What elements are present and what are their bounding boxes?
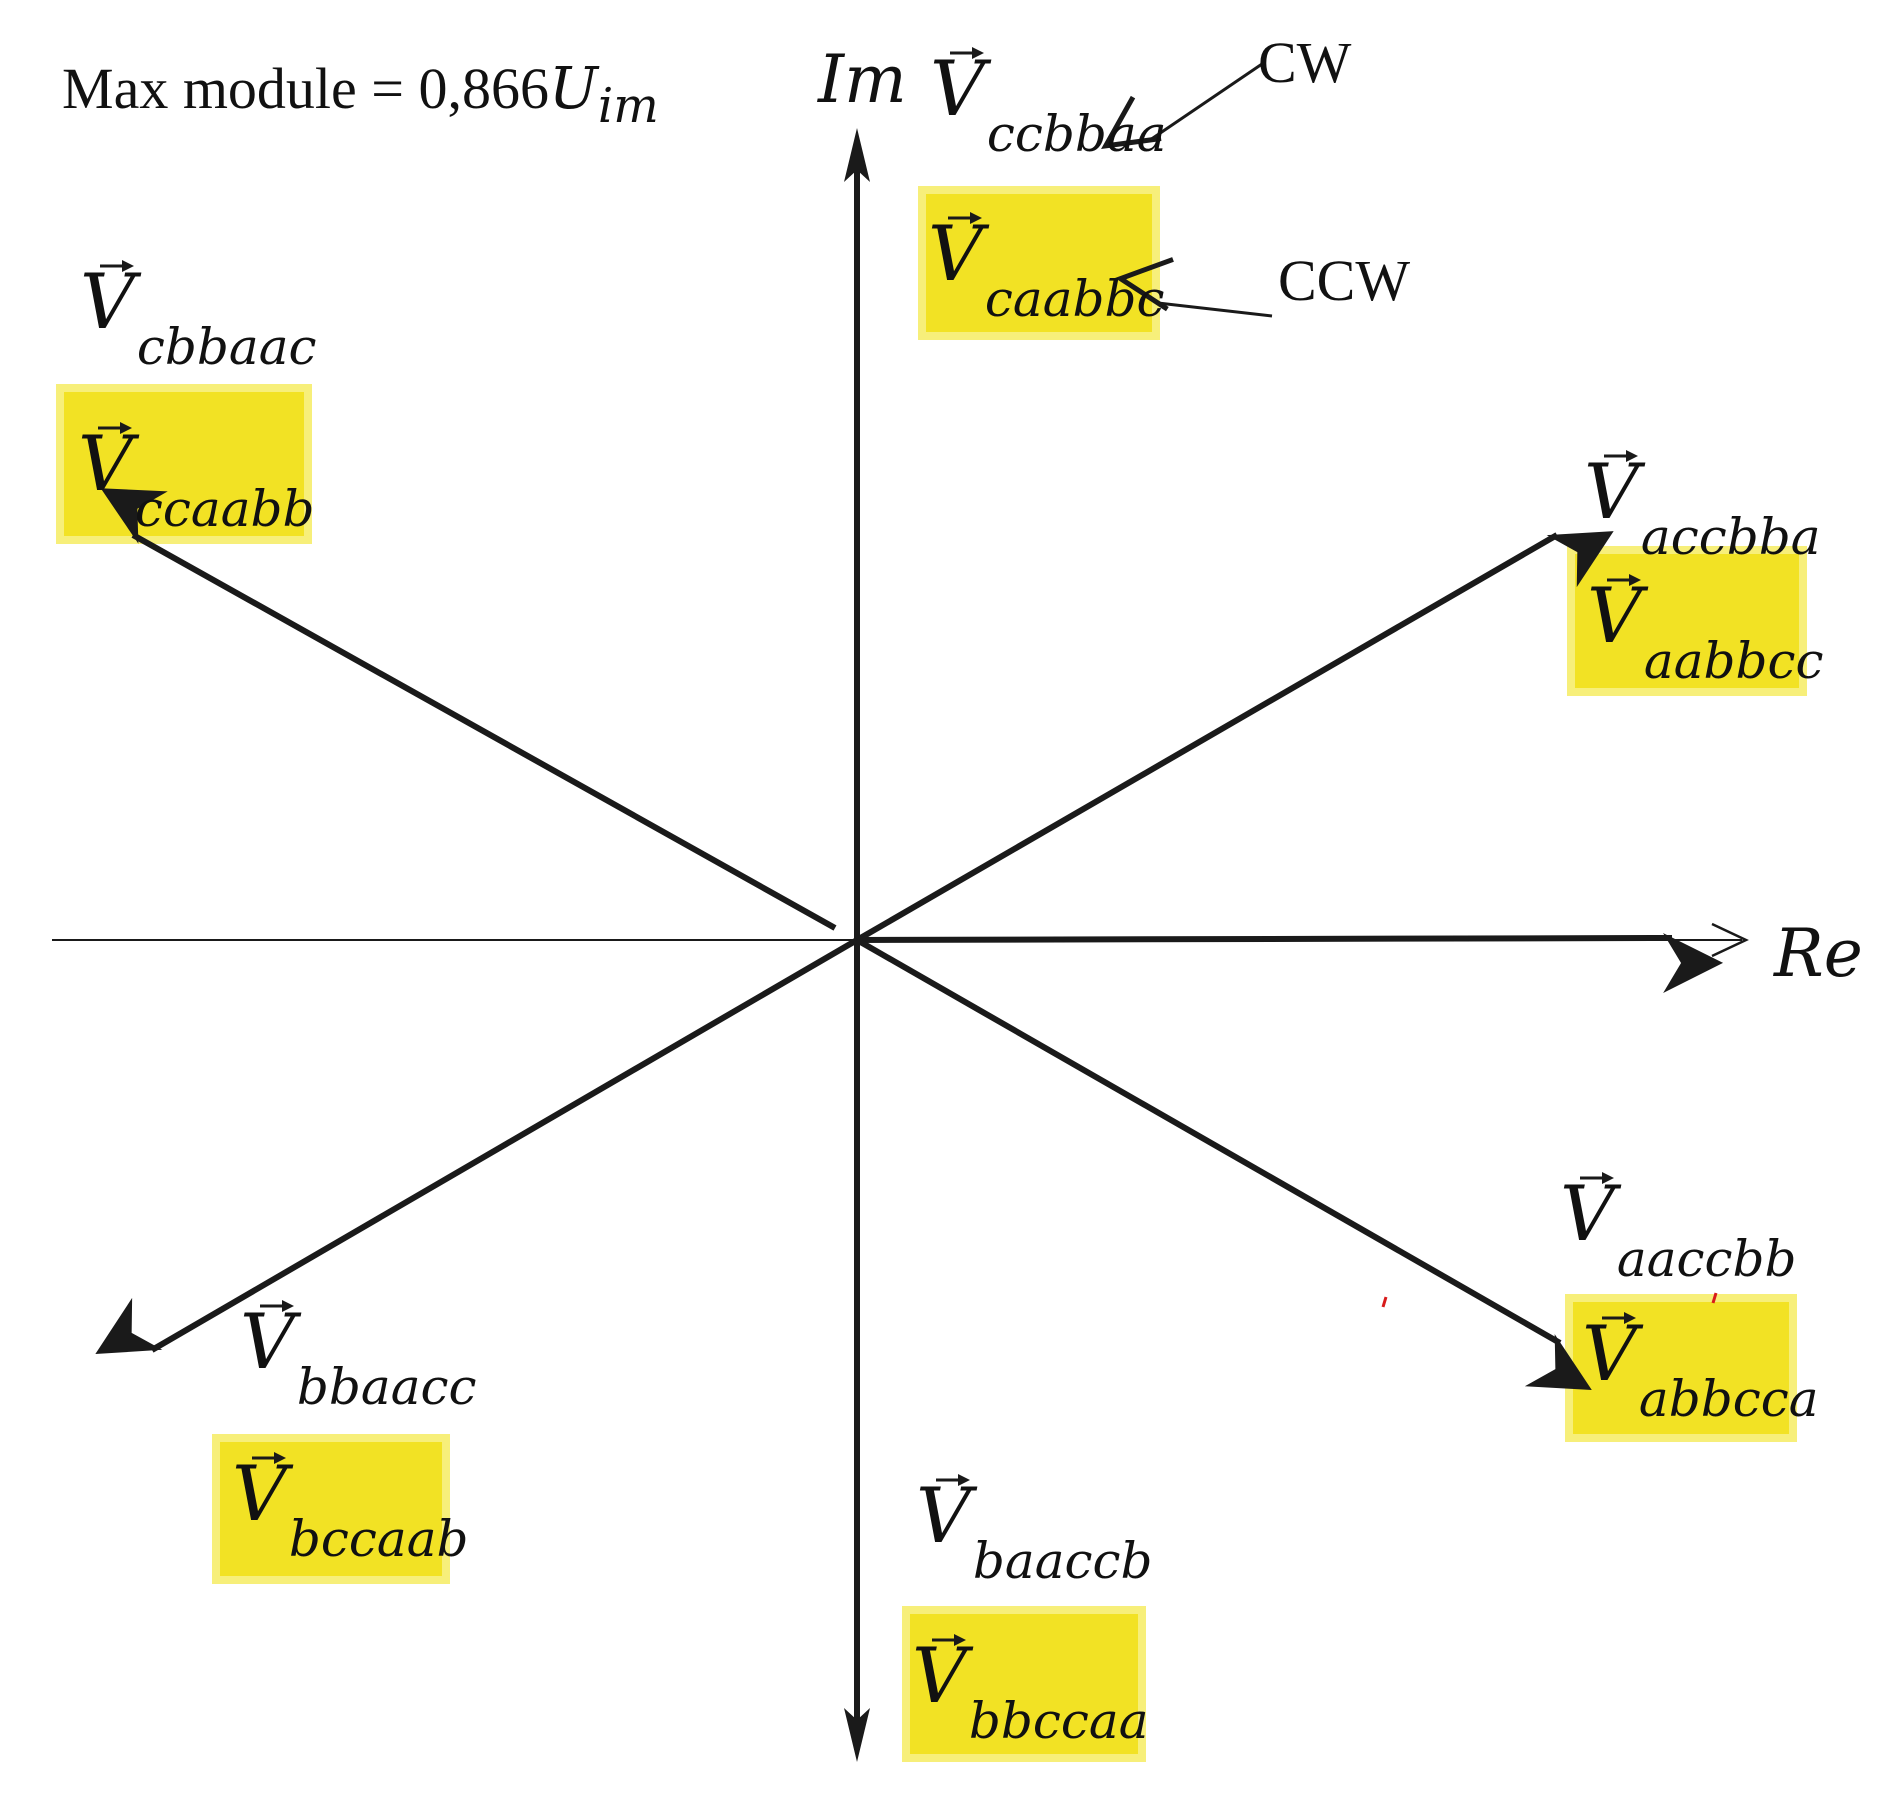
vector-symbol: V bbox=[78, 419, 140, 508]
vector-subscript: aabbcc bbox=[1644, 632, 1824, 690]
vector-arrow-accent-head bbox=[1602, 1172, 1614, 1184]
vector-arrow-accent-head bbox=[1624, 1312, 1636, 1324]
max-module-subscript: im bbox=[598, 78, 659, 134]
vector-arrow-accent-head bbox=[972, 47, 984, 59]
vector-arrow-re bbox=[856, 933, 1724, 994]
vector-symbol: V bbox=[930, 44, 992, 133]
axis-label-im: Im bbox=[817, 41, 907, 118]
highlight-box-bbccaa bbox=[902, 1606, 1146, 1762]
vector-subscript: accbba bbox=[1641, 508, 1821, 566]
vector-subscript: ccbbaa bbox=[987, 105, 1167, 163]
vector-subscript: bbccaa bbox=[969, 1692, 1149, 1750]
vector-subscript: bbaacc bbox=[297, 1358, 477, 1416]
vector-label-abbcca: Vabbcca bbox=[1582, 1309, 1819, 1428]
vector-arrow-accent-head bbox=[122, 260, 134, 272]
vector-symbol: V bbox=[912, 1631, 974, 1720]
vector-label-aaccbb: Vaaccbb bbox=[1560, 1169, 1797, 1288]
max-module-U: U bbox=[549, 54, 600, 122]
vector-subscript: bccaab bbox=[289, 1510, 469, 1568]
vector-subscript: baaccb bbox=[973, 1532, 1153, 1590]
vector-label-bccaab: Vbccaab bbox=[232, 1449, 469, 1568]
vector-subscript: ccaabb bbox=[135, 480, 315, 538]
vector-symbol: V bbox=[1582, 1309, 1644, 1398]
vector-arrow-aabbcc bbox=[855, 531, 1614, 943]
svg-text:Vaccbba: Vaccbba bbox=[1584, 447, 1821, 566]
ccw-label: CCW bbox=[1278, 248, 1410, 313]
vector-arrow-ccaabb bbox=[100, 488, 837, 931]
cw-pointer-arrow bbox=[1101, 62, 1263, 150]
vector-label-ccaabb: Vccaabb bbox=[78, 419, 315, 538]
red-tick-mark bbox=[1711, 1292, 1718, 1304]
svg-text:Vaabbcc: Vaabbcc bbox=[1587, 571, 1824, 690]
vector-symbol: V bbox=[232, 1449, 294, 1538]
max-module-text: Max module = 0,866Uim bbox=[62, 54, 659, 134]
vector-arrow-accent-head bbox=[274, 1452, 286, 1464]
vector-arrow-accent-head bbox=[282, 1300, 294, 1312]
vector-symbol: V bbox=[916, 1471, 978, 1560]
vector-subscript: cbbaac bbox=[137, 318, 317, 376]
svg-text:Vccaabb: Vccaabb bbox=[78, 419, 315, 538]
vector-symbol: V bbox=[1560, 1169, 1622, 1258]
red-tick-mark bbox=[1381, 1296, 1388, 1308]
svg-text:Vccbbaa: Vccbbaa bbox=[930, 44, 1167, 163]
rotation-pointers bbox=[1101, 62, 1273, 318]
vector-subscript: aaccbb bbox=[1617, 1230, 1797, 1288]
vector-label-cbbaac: Vcbbaac bbox=[80, 257, 317, 376]
vector-arrow-bccaab bbox=[95, 937, 859, 1355]
vector-symbol: V bbox=[928, 209, 990, 298]
vector-symbol: V bbox=[1587, 571, 1649, 660]
svg-text:Vcaabbc: Vcaabbc bbox=[928, 209, 1165, 328]
vector-subscript: caabbc bbox=[985, 270, 1165, 328]
vector-label-bbaacc: Vbbaacc bbox=[240, 1297, 477, 1416]
vector-symbol: V bbox=[240, 1297, 302, 1386]
vector-arrow-accent-head bbox=[954, 1634, 966, 1646]
vector-subscript: abbcca bbox=[1639, 1370, 1819, 1428]
svg-text:Vbaaccb: Vbaaccb bbox=[916, 1471, 1153, 1590]
vector-label-ccbbaa: Vccbbaa bbox=[930, 44, 1167, 163]
vector-label-caabbc: Vcaabbc bbox=[928, 209, 1165, 328]
svg-text:Vbccaab: Vbccaab bbox=[232, 1449, 469, 1568]
axis-label-re: Re bbox=[1773, 915, 1863, 992]
vector-arrow-abbcca bbox=[855, 937, 1592, 1391]
svg-text:Vabbcca: Vabbcca bbox=[1582, 1309, 1819, 1428]
ccw-pointer-arrow bbox=[1114, 257, 1273, 318]
highlight-box-bccaab bbox=[212, 1434, 450, 1584]
svg-text:Vbbaacc: Vbbaacc bbox=[240, 1297, 477, 1416]
real-axis-open-arrowhead bbox=[1711, 922, 1749, 958]
vector-arrow-accent-head bbox=[970, 212, 982, 224]
imaginary-axis-up-arrowhead bbox=[844, 128, 870, 182]
vector-labels: Vccbbaa Vcaabbc Vcbbaac Vccaabb Vaccbba … bbox=[78, 44, 1824, 1750]
tick-marks bbox=[1381, 1292, 1718, 1308]
vector-arrow-accent-head bbox=[958, 1474, 970, 1486]
highlight-box-abbcca bbox=[1565, 1294, 1797, 1442]
vector-label-bbccaa: Vbbccaa bbox=[912, 1631, 1149, 1750]
svg-text:Vcbbaac: Vcbbaac bbox=[80, 257, 317, 376]
svg-text:Vaaccbb: Vaaccbb bbox=[1560, 1169, 1797, 1288]
vector-symbol: V bbox=[80, 257, 142, 346]
vectors bbox=[95, 488, 1724, 1391]
vector-arrow-accent-head bbox=[1629, 574, 1641, 586]
svg-text:Vbbccaa: Vbbccaa bbox=[912, 1631, 1149, 1750]
vector-label-accbba: Vaccbba bbox=[1584, 447, 1821, 566]
cw-label: CW bbox=[1258, 30, 1352, 95]
vector-label-aabbcc: Vaabbcc bbox=[1587, 571, 1824, 690]
max-module-prefix: Max module = 0,866 bbox=[62, 56, 549, 121]
vector-arrow-accent-head bbox=[120, 422, 132, 434]
imaginary-axis-down-arrowhead bbox=[844, 1708, 870, 1762]
vector-arrow-accent-head bbox=[1626, 450, 1638, 462]
vector-label-baaccb: Vbaaccb bbox=[916, 1471, 1153, 1590]
vector-symbol: V bbox=[1584, 447, 1646, 536]
